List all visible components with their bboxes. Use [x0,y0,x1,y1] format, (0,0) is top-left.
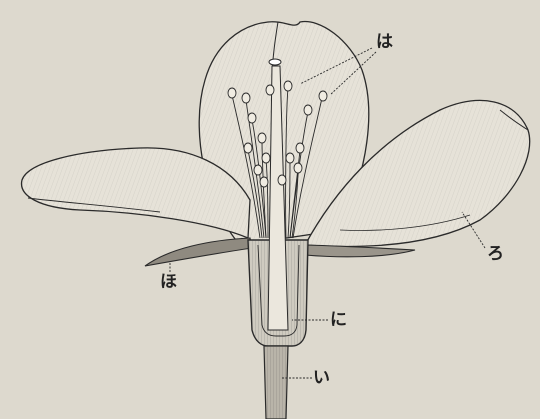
label-i: い [313,370,330,387]
label-ho: ほ [160,274,177,291]
label-ni: に [330,312,347,329]
label-ha: は [376,34,393,51]
left-sepal [145,238,252,266]
right-sepal [305,245,415,257]
stigma [269,59,281,65]
label-ro: ろ [487,246,504,263]
